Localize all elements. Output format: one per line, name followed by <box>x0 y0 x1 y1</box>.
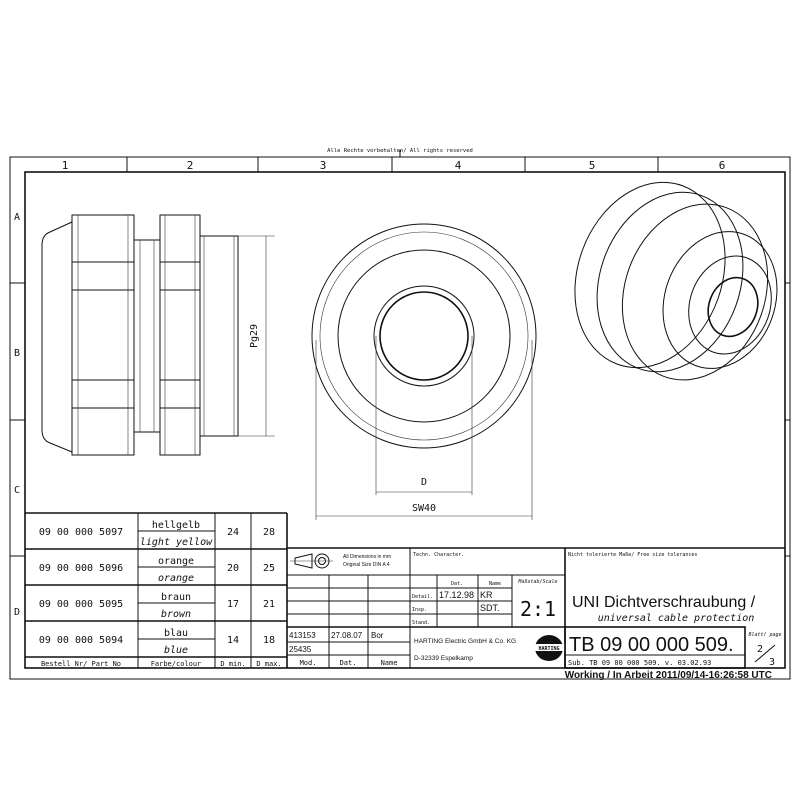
header-d-min: D min. <box>220 660 245 668</box>
sheet-label: Blatt/ page <box>748 632 781 638</box>
col-dat: Dat. <box>451 581 463 587</box>
grid-rows: A B C D <box>10 212 790 618</box>
farbe: orange <box>158 556 194 567</box>
isometric-view <box>574 181 778 381</box>
title-german: UNI Dichtverschraubung / <box>572 594 756 611</box>
stand-label: Stand. <box>412 620 430 626</box>
insp-label: Insp. <box>412 607 427 613</box>
part-no: 09 00 000 5094 <box>39 635 123 646</box>
mod-number: 413153 <box>289 631 316 640</box>
mod-name: Bor <box>371 631 384 640</box>
name-header: Name <box>381 659 398 667</box>
projection-symbol-icon <box>290 553 333 569</box>
colour: light yellow <box>140 537 213 548</box>
d-min: 20 <box>227 563 239 574</box>
row-label: B <box>14 348 20 359</box>
harting-logo: HARTING <box>533 635 565 661</box>
side-view: Pg29 <box>41 214 275 456</box>
svg-text:HARTING: HARTING <box>538 646 559 652</box>
header-d-max: D max. <box>256 660 281 668</box>
row-label: C <box>14 485 20 496</box>
column-label: 3 <box>320 159 327 172</box>
mod-number: 25435 <box>289 645 312 654</box>
grid-columns: 1 2 3 4 5 6 <box>62 157 726 172</box>
detail-label: Detail. <box>412 594 433 600</box>
front-view: D SW40 <box>311 223 537 520</box>
wrench-size-dimension: SW40 <box>412 503 436 514</box>
title-english: universal cable protection <box>598 613 755 624</box>
column-label: 4 <box>455 159 462 172</box>
colour: blue <box>164 645 188 656</box>
detail-name: KR <box>480 590 493 600</box>
dimensions-note: All Dimensions in mm <box>343 554 391 560</box>
rights-note: Alle Rechte vorbehalten/ All rights rese… <box>327 148 473 154</box>
dimensions-note: Original Size DIN A 4 <box>343 562 390 568</box>
company-address: D-32339 Espelkamp <box>414 655 473 662</box>
d-min: 24 <box>227 527 239 538</box>
dat-header: Dat. <box>340 659 357 667</box>
column-label: 6 <box>719 159 726 172</box>
d-min: 14 <box>227 635 239 646</box>
col-name: Name <box>489 581 501 587</box>
farbe: hellgelb <box>152 520 200 531</box>
mod-header: Mod. <box>300 659 317 667</box>
company-name: HARTING Electric GmbH & Co. KG <box>414 638 516 645</box>
column-label: 2 <box>187 159 194 172</box>
header-part-no: Bestell Nr/ Part No <box>41 660 121 668</box>
d-max: 21 <box>263 599 275 610</box>
farbe: blau <box>164 628 188 639</box>
row-label: A <box>14 212 20 223</box>
d-max: 28 <box>263 527 275 538</box>
part-no: 09 00 000 5097 <box>39 527 123 538</box>
scale-value: 2:1 <box>520 597 556 621</box>
sheet-number: 2 <box>757 644 763 655</box>
inner-diameter-dimension: D <box>421 477 427 488</box>
part-no: 09 00 000 5095 <box>39 599 123 610</box>
column-label: 5 <box>589 159 596 172</box>
d-min: 17 <box>227 599 239 610</box>
part-no: 09 00 000 5096 <box>39 563 123 574</box>
colour: orange <box>158 573 194 584</box>
tolerances-note: Nicht tolerierte Maße/ Free size toleran… <box>568 552 697 558</box>
drawing-number: TB 09 00 000 509. <box>569 634 734 656</box>
header-colour: Farbe/colour <box>151 660 202 668</box>
detail-date: 17.12.98 <box>439 590 474 600</box>
scale-label: Maßstab/Scale <box>517 579 557 585</box>
row-label: D <box>14 607 20 618</box>
sub-reference: Sub. TB 09 00 000 509. v. 03.02.93 <box>568 659 711 667</box>
thread-dimension: Pg29 <box>249 324 260 348</box>
sheet-total: 3 <box>769 657 775 668</box>
mod-date: 27.08.07 <box>331 631 363 640</box>
column-label: 1 <box>62 159 69 172</box>
d-max: 25 <box>263 563 275 574</box>
techn-character-label: Techn. Character. <box>413 552 464 558</box>
title-block: All Dimensions in mm Original Size DIN A… <box>287 547 785 669</box>
colour: brown <box>161 609 191 620</box>
insp-name: SDT. <box>480 603 500 613</box>
d-max: 18 <box>263 635 275 646</box>
parts-table: 09 00 000 5097 hellgelb light yellow 24 … <box>25 512 288 668</box>
farbe: braun <box>161 592 191 603</box>
status-line: Working / In Arbeit 2011/09/14-16:26:58 … <box>565 670 772 681</box>
